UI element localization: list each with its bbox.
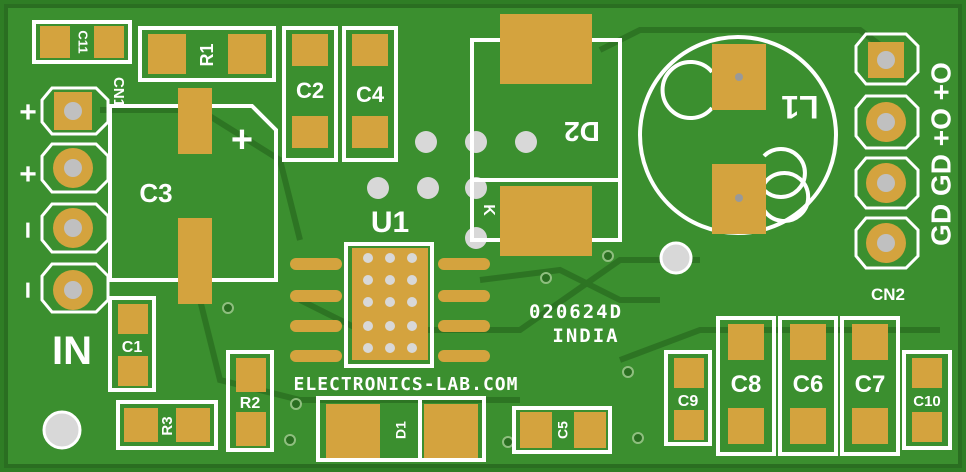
website-label: ELECTRONICS-LAB.COM [294, 374, 519, 395]
c9-label: C9 [678, 393, 699, 410]
c7-component: C7 [840, 316, 900, 456]
cn1-connector: + + − − [11, 86, 110, 314]
c2-component: C2 [282, 26, 338, 162]
in-label: IN [52, 329, 92, 373]
c11-label: C11 [76, 30, 91, 53]
in-plus-1: + [19, 96, 37, 129]
in-plus-2: + [19, 158, 37, 191]
r2-label: R2 [240, 395, 261, 412]
c6-component: C6 [778, 316, 838, 456]
r1-component: R1 [138, 26, 276, 82]
c2-label: C2 [296, 78, 324, 103]
c11-component: C11 [32, 20, 132, 64]
c3-component: C3 + [108, 88, 278, 304]
r3-label: R3 [159, 416, 176, 435]
c8-label: C8 [731, 371, 762, 398]
l1-label: L1 [781, 89, 818, 125]
c1-label: C1 [122, 339, 143, 356]
l1-component: L1 [638, 35, 838, 235]
c5-label: C5 [555, 421, 571, 439]
c5-component: C5 [512, 406, 612, 454]
cn2-label: CN2 [871, 285, 905, 304]
d2-label: D2 [564, 116, 600, 147]
cn2-connector: GD GD +O +O CN2 [854, 32, 956, 304]
c10-label: C10 [913, 393, 941, 410]
r2-component: R2 [226, 350, 274, 452]
c7-label: C7 [855, 371, 886, 398]
board-code: 020624D [529, 301, 623, 323]
u1-label: U1 [371, 206, 409, 239]
d2-component: D2 K [470, 14, 622, 256]
r3-component: R3 [116, 400, 218, 450]
c6-label: C6 [793, 371, 824, 398]
d2-k-mark: K [480, 204, 497, 216]
u1-component: U1 [290, 206, 490, 368]
c4-component: C4 [342, 26, 398, 162]
small-vias [222, 250, 644, 448]
cn1-label: CN1 [110, 77, 127, 107]
c3-plus: + [231, 119, 253, 161]
board-country: INDIA [552, 325, 619, 347]
c1-component: C1 [108, 296, 156, 392]
c4-label: C4 [356, 82, 385, 107]
r1-label: R1 [197, 43, 217, 66]
c9-component: C9 [664, 350, 712, 446]
c3-label: C3 [139, 178, 172, 208]
in-minus-1: − [11, 221, 44, 239]
in-minus-2: − [11, 281, 44, 299]
d1-component: D1 [316, 396, 486, 462]
d1-label: D1 [393, 421, 409, 439]
out-label: GD GD +O +O [925, 62, 956, 246]
c10-component: C10 [902, 350, 952, 450]
c8-component: C8 [716, 316, 776, 456]
